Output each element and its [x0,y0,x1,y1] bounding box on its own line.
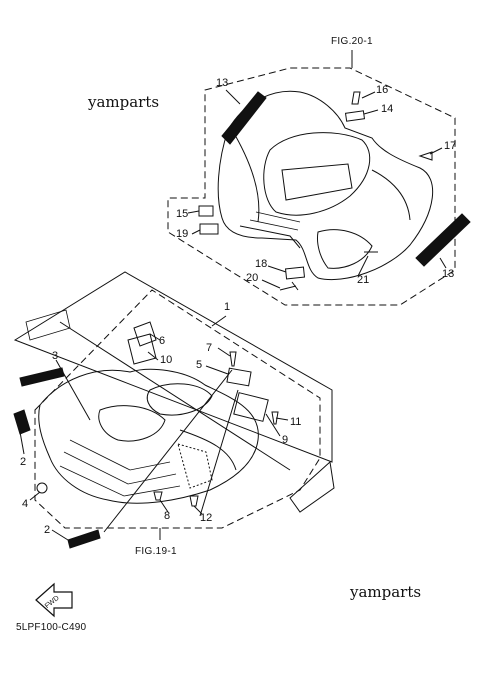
callout-4: 4 [22,498,29,510]
leader-18 [267,265,287,273]
part-12-fastener [189,495,199,507]
rear-fender-ridge [234,134,260,223]
leader-20 [261,279,281,289]
front-fender-boundary [34,289,321,529]
leader-2a [19,431,25,455]
leader-3 [55,359,91,421]
callout-2a: 2 [20,456,27,468]
front-fender-scoop [98,405,166,442]
callout-8: 8 [164,510,171,522]
part-19-label [199,223,219,235]
front-outer-outline [13,271,333,463]
rear-fender-tray [281,163,353,201]
part-18-label [284,266,306,280]
long-leader-a [59,321,291,471]
callout-15: 15 [176,208,189,220]
part-17-clip [418,151,433,161]
leader-6 [149,333,161,341]
callout-13b: 13 [442,268,455,280]
callout-17: 17 [444,140,457,152]
callout-12: 12 [200,512,213,524]
long-leader-c [199,389,239,517]
watermark-top: yamparts [88,93,160,111]
decal-13-upper [221,91,267,145]
drawing-code: 5LPF100-C490 [16,622,87,633]
rear-fender-flap [317,229,373,269]
front-fender-headlight-pod [146,383,213,416]
part-4-ring [36,482,48,494]
front-fender [38,368,259,504]
leader-17 [429,147,443,155]
callout-3: 3 [52,350,59,362]
decal-2-lower [67,529,101,549]
leader-7 [217,347,231,357]
watermark-bottom: yamparts [350,583,422,601]
callout-14: 14 [381,103,394,115]
part-20-fastener [279,281,299,291]
callout-13a: 13 [216,77,229,89]
rear-fender-ridge-2 [371,169,411,221]
decal-2-upper [13,409,31,435]
callout-7: 7 [206,342,213,354]
leader-14 [363,109,379,115]
decal-3 [19,367,65,387]
callout-16: 16 [376,84,389,96]
leader-11 [275,417,289,421]
leader-13a [225,89,241,105]
fwd-arrow-icon [35,582,73,618]
rear-fender-stripe [249,211,301,231]
leader-15 [187,210,200,214]
callout-19: 19 [176,228,189,240]
callout-1: 1 [224,301,231,313]
front-fender-ridge [179,429,237,471]
figure-ref-bottom: FIG.19-1 [135,546,177,557]
callout-5: 5 [196,359,203,371]
part-10-label [127,333,157,365]
front-fender-cutout [177,443,213,489]
part-9-label [233,392,269,422]
callout-6: 6 [159,335,166,347]
part-15-label [198,205,214,217]
leader-16 [361,91,376,99]
part-14-label [344,110,366,122]
part-5-label [226,367,252,387]
callout-2b: 2 [44,524,51,536]
rear-fender-inner-seat [263,132,371,216]
leader-2b [51,529,69,541]
leader-5 [205,365,229,375]
leader-10 [147,351,159,361]
leader-8 [159,499,169,513]
decal-yamaha-panel [289,461,335,513]
rear-fender-boundary [167,67,456,306]
part-7-fastener [229,351,237,367]
callout-11: 11 [290,416,302,428]
rear-fender-lower-edge [239,225,301,249]
decal-13-right [415,213,471,267]
part-16-tag [351,91,361,105]
front-fender-stripes [59,439,181,497]
leader-1 [211,315,227,327]
callout-18: 18 [255,258,268,270]
leader-9 [265,413,281,437]
callout-9: 9 [282,434,289,446]
long-leader-b [103,369,233,533]
rear-fender [217,90,434,281]
leader-21 [357,255,369,277]
figure-ref-top: FIG.20-1 [331,36,373,47]
part-11-fastener [271,411,279,425]
leader-19 [191,229,201,235]
leader-4 [29,491,41,501]
callout-20: 20 [246,272,259,284]
callout-10: 10 [160,354,173,366]
decal-side-strip [25,309,71,341]
callout-21: 21 [357,274,370,286]
leader-13b [439,257,447,269]
part-6-label [133,321,157,347]
part-8-fastener [153,491,163,501]
